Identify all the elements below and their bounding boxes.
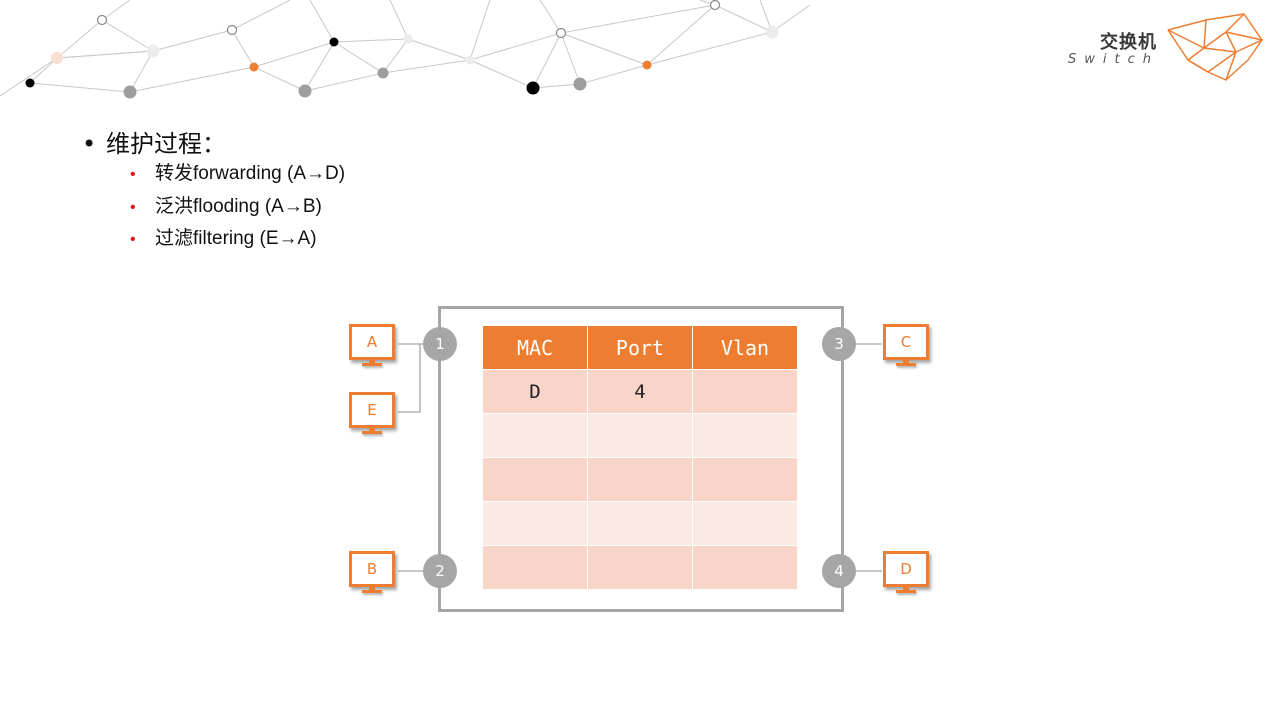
bullet-dot-icon: • xyxy=(130,166,136,183)
table-cell: 4 xyxy=(587,369,693,414)
table-cell: D xyxy=(482,369,588,414)
table-header-row: MAC Port Vlan xyxy=(482,325,798,370)
bullet-dot-icon: • xyxy=(130,231,136,248)
monitor-base xyxy=(896,363,916,366)
network-decoration xyxy=(0,0,811,99)
sub-bullet-text: 转发forwarding (A→D) xyxy=(155,163,346,184)
monitor-base xyxy=(896,590,916,593)
table-cell xyxy=(692,413,798,458)
monitor-stand xyxy=(903,359,909,363)
monitor-icon: B xyxy=(349,551,395,587)
table-cell xyxy=(587,501,693,546)
column-header-mac: MAC xyxy=(482,325,588,370)
main-bullet-text: 维护过程： xyxy=(106,130,226,158)
port-4: 4 xyxy=(822,554,856,588)
monitor-base xyxy=(362,590,382,593)
sub-bullet-text: 过滤filtering (E→A) xyxy=(155,228,317,249)
host-e: E xyxy=(349,392,399,436)
table-cell xyxy=(692,501,798,546)
list-item: • 过滤filtering (E→A) xyxy=(130,225,345,258)
table-cell xyxy=(482,413,588,458)
table-row xyxy=(482,413,798,458)
list-item: • 转发forwarding (A→D) xyxy=(130,160,345,193)
port-2: 2 xyxy=(423,554,457,588)
sub-bullet-list: • 转发forwarding (A→D) • 泛洪flooding (A→B) • 过… xyxy=(130,160,345,258)
table-cell xyxy=(587,457,693,502)
monitor-icon: C xyxy=(883,324,929,360)
column-header-port: Port xyxy=(587,325,693,370)
table-row xyxy=(482,457,798,502)
table-cell xyxy=(587,545,693,590)
mac-address-table: MAC Port Vlan D 4 xyxy=(482,325,798,590)
monitor-icon: D xyxy=(883,551,929,587)
monitor-stand xyxy=(369,586,375,590)
table-row xyxy=(482,501,798,546)
monitor-stand xyxy=(369,359,375,363)
port-1: 1 xyxy=(423,327,457,361)
table-cell xyxy=(692,457,798,502)
bullet-dot-icon: • xyxy=(82,130,97,158)
logo-title: 交换机 xyxy=(1100,32,1157,53)
table-cell xyxy=(692,369,798,414)
bullet-dot-icon: • xyxy=(130,198,136,216)
table-row xyxy=(482,545,798,590)
monitor-icon: E xyxy=(349,392,395,428)
monitor-base xyxy=(362,431,382,434)
monitor-icon: A xyxy=(349,324,395,360)
port-3: 3 xyxy=(822,327,856,361)
logo-subtitle: Switch xyxy=(1068,52,1159,67)
monitor-stand xyxy=(903,586,909,590)
monitor-base xyxy=(362,363,382,366)
logo-icon xyxy=(1167,13,1263,81)
host-d: D xyxy=(883,551,933,595)
table-cell xyxy=(692,545,798,590)
table-cell xyxy=(587,413,693,458)
column-header-vlan: Vlan xyxy=(692,325,798,370)
sub-bullet-text: 泛洪flooding (A→B) xyxy=(155,195,322,217)
host-b: B xyxy=(349,551,399,595)
monitor-stand xyxy=(369,427,375,431)
table-cell xyxy=(482,501,588,546)
main-bullet: • 维护过程： xyxy=(82,124,226,159)
table-row: D 4 xyxy=(482,369,798,414)
table-cell xyxy=(482,545,588,590)
table-cell xyxy=(482,457,588,502)
host-c: C xyxy=(883,324,933,368)
host-a: A xyxy=(349,324,399,368)
list-item: • 泛洪flooding (A→B) xyxy=(130,193,345,226)
